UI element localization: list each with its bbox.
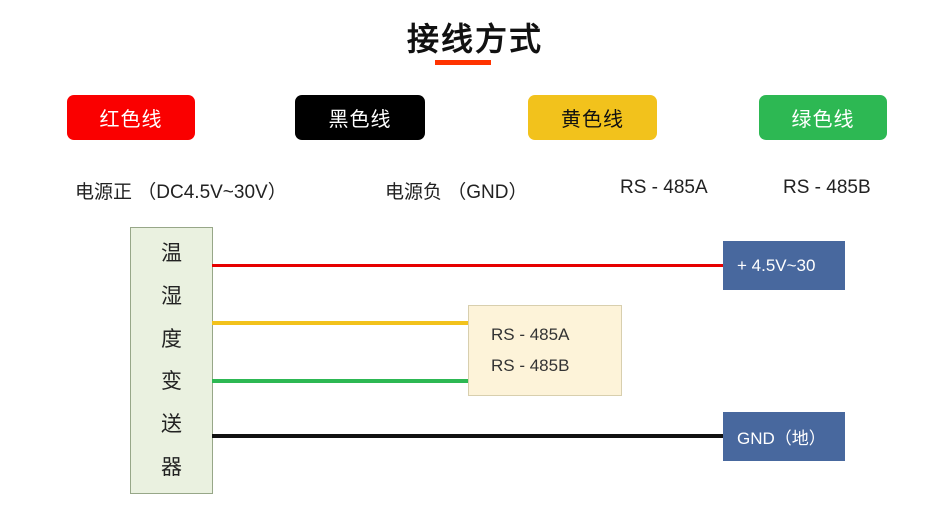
legend-black-wire-description: 电源负 （GND） <box>385 182 528 203</box>
transmitter-device-box: 温 湿 度 变 送 器 <box>130 227 213 494</box>
black-wire-line <box>212 434 723 438</box>
legend-green-wire-description: RS - 485B <box>783 177 871 198</box>
power-terminal-box: + 4.5V~30 <box>723 241 845 290</box>
device-label-char: 送 <box>161 413 182 437</box>
gnd-terminal-box: GND（地） <box>723 412 845 461</box>
yellow-wire-line <box>212 321 469 325</box>
page-title: 接线方式 <box>406 21 543 57</box>
legend-green-wire: 绿色线 <box>759 95 887 140</box>
legend-yellow-wire: 黄色线 <box>528 95 657 140</box>
rs485a-label: RS - 485A <box>491 325 570 345</box>
legend-black-wire: 黑色线 <box>295 95 425 140</box>
device-label-char: 温 <box>161 242 182 265</box>
rs485-terminal-box: RS - 485A RS - 485B <box>468 305 622 396</box>
legend-red-wire: 红色线 <box>67 95 195 140</box>
device-label-char: 变 <box>161 370 182 394</box>
legend-red-wire-description: 电源正 （DC4.5V~30V） <box>75 182 287 203</box>
title-underline <box>435 60 491 65</box>
legend-yellow-wire-description: RS - 485A <box>620 177 708 198</box>
device-label-char: 器 <box>161 455 182 479</box>
device-label-char: 度 <box>161 327 182 351</box>
green-wire-line <box>212 379 469 383</box>
red-wire-line <box>212 264 723 267</box>
device-label-char: 湿 <box>161 284 182 308</box>
rs485b-label: RS - 485B <box>491 355 570 375</box>
